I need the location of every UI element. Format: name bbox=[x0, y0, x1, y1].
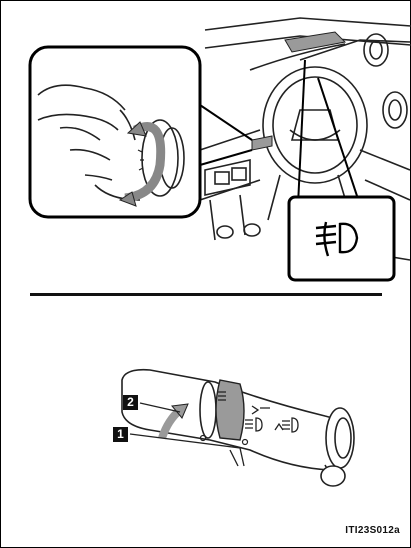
lever-svg bbox=[0, 300, 411, 530]
figure-id: ITI23S012a bbox=[345, 525, 400, 536]
knob-inset-frame bbox=[30, 47, 200, 217]
dashboard-svg bbox=[0, 0, 411, 295]
lever-illustration: 2 1 bbox=[0, 300, 411, 530]
dashboard-illustration bbox=[0, 0, 411, 295]
callout-2: 2 bbox=[123, 395, 138, 410]
rotating-ring bbox=[216, 380, 244, 440]
callout-1: 1 bbox=[113, 427, 128, 442]
fog-icon-inset-frame bbox=[289, 197, 394, 280]
section-divider bbox=[30, 293, 382, 296]
